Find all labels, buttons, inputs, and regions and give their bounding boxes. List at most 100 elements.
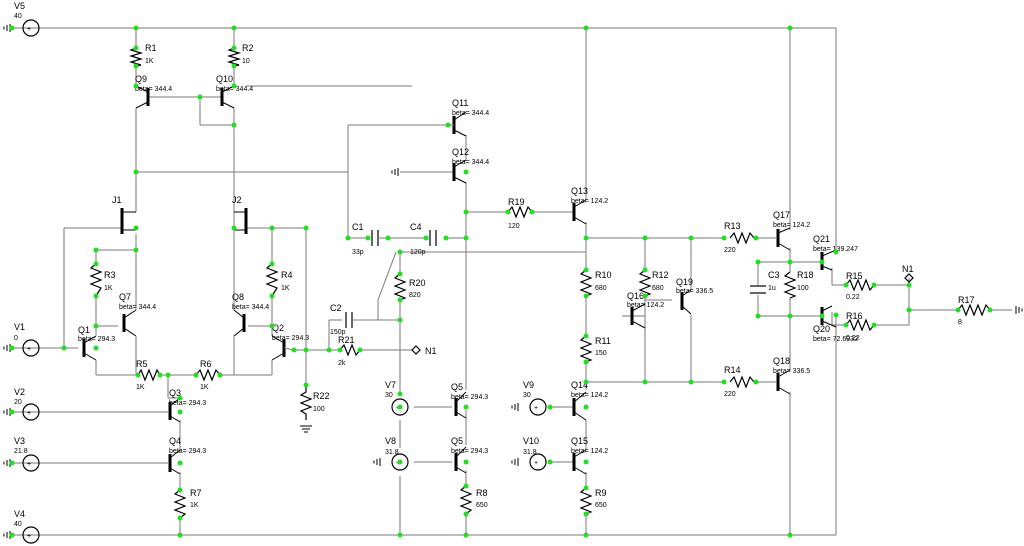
svg-text:0.22: 0.22 — [846, 335, 860, 342]
svg-text:100: 100 — [797, 285, 809, 292]
junction-node — [337, 347, 343, 353]
junction-node — [583, 459, 589, 465]
svg-text:+: + — [27, 26, 31, 33]
svg-text:R21: R21 — [338, 335, 355, 345]
junction-node — [443, 235, 449, 241]
svg-text:R18: R18 — [797, 270, 814, 280]
svg-text:Q16: Q16 — [627, 291, 644, 301]
junction-node — [871, 282, 877, 288]
junction-node — [642, 379, 648, 385]
svg-text:Q11: Q11 — [452, 98, 468, 108]
resistor-r22: R22 100 — [299, 385, 330, 420]
svg-text:Q2: Q2 — [272, 323, 284, 333]
junction-node — [463, 404, 469, 410]
svg-text:V5: V5 — [14, 1, 25, 11]
junction-node — [397, 459, 403, 465]
junction-node — [133, 225, 139, 231]
junction-node — [787, 313, 793, 319]
junction-node — [231, 63, 237, 69]
resistor-r4: R4 1K — [265, 263, 293, 297]
svg-text:beta= 336.5: beta= 336.5 — [676, 288, 713, 295]
svg-text:R1: R1 — [145, 43, 157, 53]
svg-text:R20: R20 — [409, 278, 426, 288]
junction-node — [755, 313, 761, 319]
transistor-q17: Q17 beta= 124.2 — [773, 210, 810, 251]
svg-text:beta= 344.4: beta= 344.4 — [452, 159, 489, 166]
junction-node — [303, 382, 309, 388]
junction-node — [755, 259, 761, 265]
svg-text:40: 40 — [14, 13, 22, 20]
junction-node — [135, 372, 141, 378]
svg-text:V2: V2 — [14, 387, 25, 397]
junction-node — [365, 235, 371, 241]
transistor-q1: Q1 beta= 294.3 — [78, 325, 115, 361]
svg-text:10: 10 — [242, 58, 250, 65]
svg-text:R14: R14 — [724, 365, 741, 375]
svg-text:1K: 1K — [200, 384, 209, 391]
junction-node — [583, 235, 589, 241]
junction-node — [93, 261, 99, 267]
svg-text:Q13: Q13 — [571, 186, 588, 196]
junction-node — [787, 259, 793, 265]
transistor-q18: Q18 beta= 336.5 — [773, 356, 810, 395]
svg-text:1K: 1K — [281, 285, 290, 292]
junction-node — [177, 487, 183, 493]
voltage-source-v2: + V2 20 — [3, 387, 40, 421]
junction-node — [583, 404, 589, 410]
junction-node — [843, 322, 849, 328]
junction-node — [642, 235, 648, 241]
svg-text:+: + — [27, 346, 31, 353]
junction-node — [303, 225, 309, 231]
svg-text:beta= 124.2: beta= 124.2 — [571, 448, 608, 455]
svg-text:650: 650 — [476, 502, 488, 509]
junction-node — [93, 323, 99, 329]
svg-text:1K: 1K — [104, 285, 113, 292]
junction-node — [397, 271, 403, 277]
junction-node — [753, 379, 759, 385]
resistor-r14: R14 220 — [724, 365, 755, 398]
junction-node — [177, 460, 183, 466]
junction-nodes — [9, 25, 993, 538]
junction-node — [231, 83, 237, 89]
svg-text:R12: R12 — [652, 270, 669, 280]
svg-text:R4: R4 — [281, 270, 293, 280]
svg-text:33p: 33p — [352, 249, 364, 256]
voltage-source-v7: + V7 30 — [385, 380, 409, 416]
svg-text:+: + — [534, 405, 538, 412]
svg-text:Q7: Q7 — [119, 292, 131, 302]
svg-text:V7: V7 — [385, 380, 396, 390]
svg-text:Q5: Q5 — [451, 436, 463, 446]
junction-node — [177, 395, 183, 401]
svg-text:Q1: Q1 — [78, 325, 90, 335]
junction-node — [547, 404, 553, 410]
svg-text:beta= 139.247: beta= 139.247 — [813, 246, 858, 253]
junction-node — [385, 235, 391, 241]
junction-node — [269, 261, 275, 267]
junction-node — [833, 312, 839, 318]
transistor-q13: Q13 beta= 124.2 — [571, 186, 608, 225]
junction-node — [505, 209, 511, 215]
transistor-q12: Q12 beta= 344.4 — [452, 147, 489, 184]
svg-text:+: + — [27, 533, 31, 540]
junction-node — [906, 307, 912, 313]
voltage-source-v8: + V8 31.8 — [373, 420, 409, 471]
junction-node — [397, 249, 403, 255]
svg-text:21.8: 21.8 — [14, 448, 28, 455]
transistor-q8: Q8 beta= 344.4 — [232, 292, 269, 375]
resistor-r2: R2 10 — [226, 43, 254, 67]
junction-node — [583, 485, 589, 491]
resistor-r7: R7 1K — [173, 488, 202, 519]
junction-node — [987, 307, 993, 313]
junction-node — [9, 345, 15, 351]
junction-node — [133, 25, 139, 31]
junction-node — [291, 347, 297, 353]
svg-text:680: 680 — [595, 285, 607, 292]
junction-node — [397, 404, 403, 410]
svg-text:820: 820 — [409, 292, 421, 299]
junction-node — [547, 459, 553, 465]
voltage-source-v9: + V9 30 — [511, 380, 547, 416]
svg-text:beta= 294.3: beta= 294.3 — [272, 335, 309, 342]
voltage-source-v5: + V5 40 — [3, 1, 40, 37]
resistor-r15: R15 0.22 — [845, 271, 875, 301]
junction-node — [9, 409, 15, 415]
